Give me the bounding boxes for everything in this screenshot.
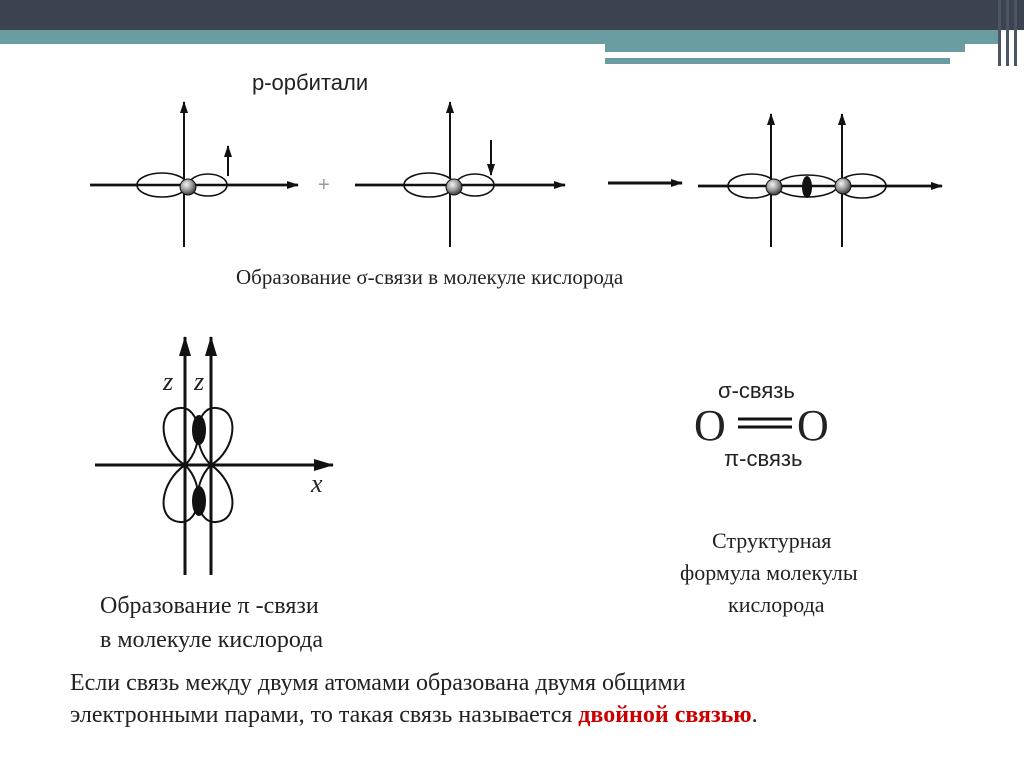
pi-bond-label: π-связь [724, 446, 803, 471]
header-deco-strip [605, 58, 950, 64]
atom-orbital-2 [355, 101, 566, 247]
pi-bond-orbital [95, 336, 334, 575]
conclusion-period: . [751, 702, 758, 728]
conclusion-line1: Если связь между двумя атомами образован… [70, 670, 686, 696]
axis-x-label: x [311, 469, 323, 498]
p-orbitals-label: р-орбитали [252, 70, 369, 95]
structural-formula-line2: формула молекулы [680, 560, 858, 585]
pi-bond-caption-line1: Образование π -связи [100, 593, 319, 619]
header-deco-strip [605, 44, 965, 52]
header-band [0, 30, 1000, 44]
double-bond-highlight: двойной связью [578, 702, 752, 728]
structural-formula-line3: кислорода [728, 592, 825, 617]
sigma-bond-orbital [698, 113, 943, 247]
header-vstripe [1014, 0, 1017, 66]
sigma-bond-label: σ-связь [718, 378, 795, 403]
axis-z-label: z [163, 367, 174, 396]
atom-orbital-1 [90, 101, 299, 247]
oxygen-atom-right: O [797, 401, 829, 450]
header-vstripe [998, 0, 1001, 66]
conclusion-line2: электронными парами, то такая связь назы… [70, 702, 758, 729]
oxygen-atom-left: O [694, 401, 726, 450]
pi-bond-caption-line2: в молекуле кислорода [100, 627, 324, 653]
header-bar [0, 0, 1024, 30]
sigma-bond-caption: Образование σ-связи в молекуле кислорода [236, 265, 624, 289]
axis-z-label: z [194, 367, 205, 396]
plus-sign: + [318, 174, 330, 196]
double-bond [738, 417, 792, 429]
structural-formula-line1: Структурная [712, 528, 832, 553]
conclusion-line2-text: электронными парами, то такая связь назы… [70, 702, 579, 728]
header-vstripe [1006, 0, 1009, 66]
